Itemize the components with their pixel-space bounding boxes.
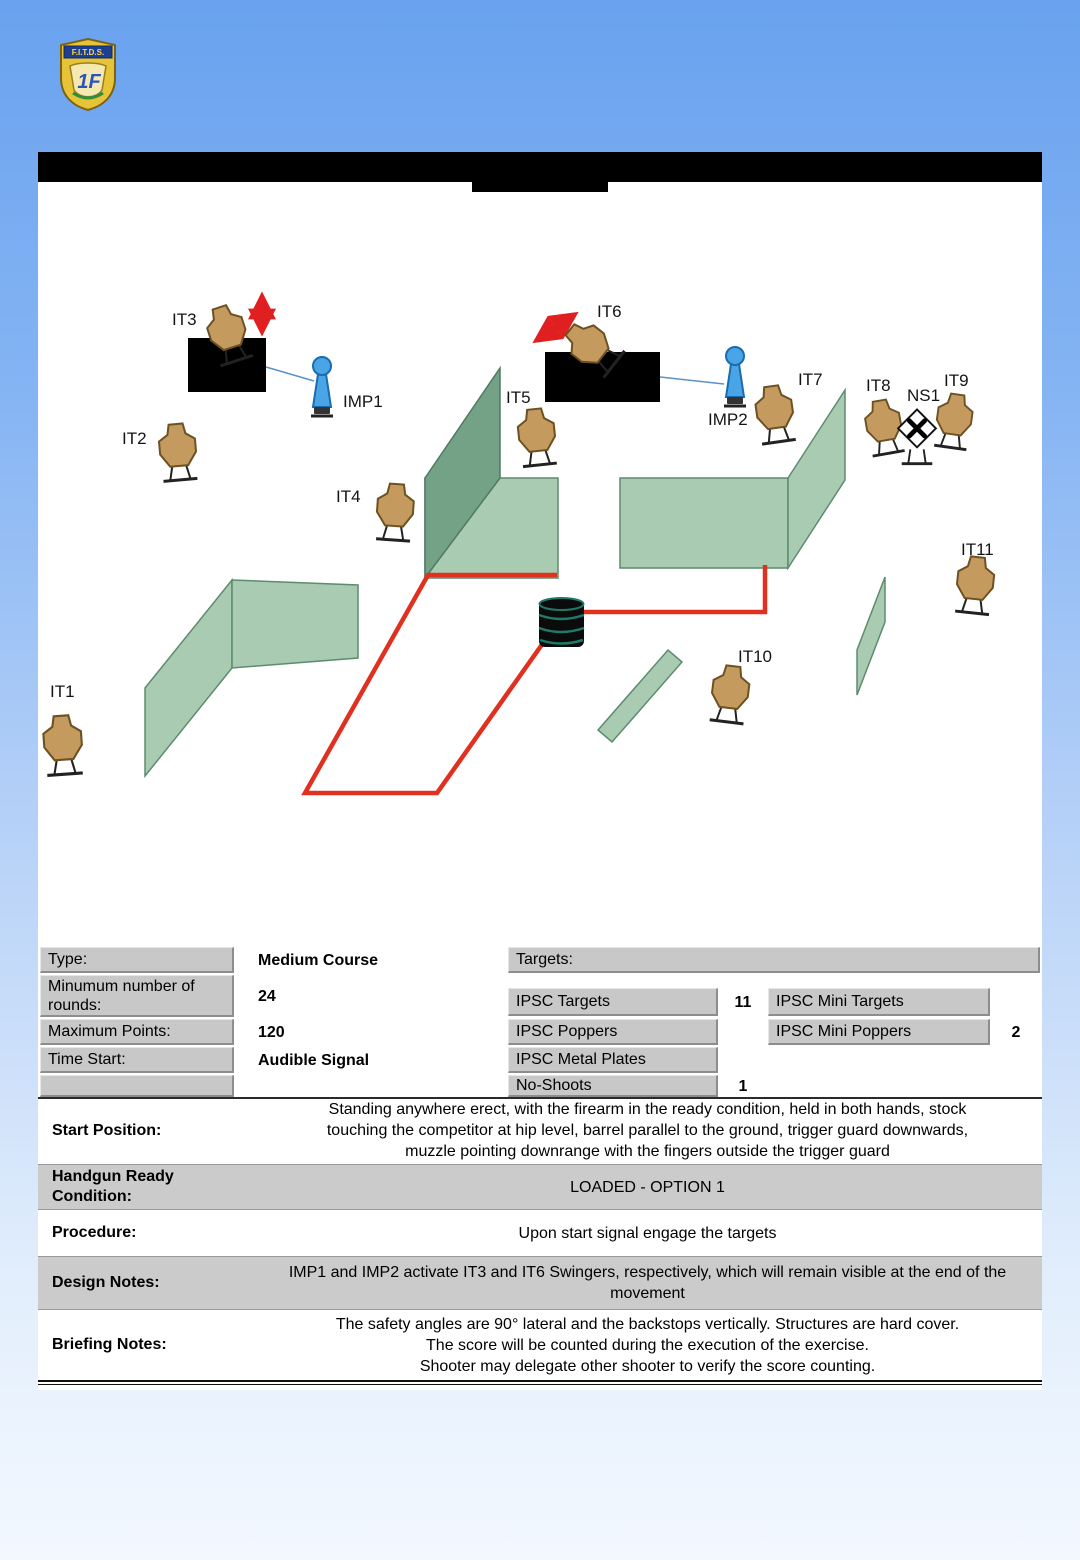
ipsc-metal-plates-count: [720, 1047, 766, 1073]
label-it11: IT11: [961, 540, 994, 559]
handgun-ready-value: LOADED - OPTION 1: [570, 1178, 725, 1196]
targets-header: Targets:: [508, 947, 1040, 973]
ipsc-poppers-count: [720, 1019, 766, 1045]
no-shoot-ns1-icon: [898, 410, 936, 464]
ipsc-poppers-label: IPSC Poppers: [508, 1019, 718, 1045]
fitds-shield-icon: F.I.T.D.S. 1F: [60, 37, 116, 112]
target-it2-icon: [156, 421, 200, 483]
barrel-icon: [538, 597, 585, 647]
wall-center-right: [619, 477, 789, 569]
ipsc-mini-targets-label: IPSC Mini Targets: [768, 988, 990, 1016]
target-it7-icon: [751, 382, 799, 446]
briefing-notes-line-2: The score will be counted during the exe…: [426, 1336, 869, 1354]
ipsc-mini-targets-count: [992, 988, 1040, 1016]
briefing-notes-line-1: The safety angles are 90° lateral and th…: [335, 1315, 960, 1333]
time-start-value: Audible Signal: [258, 1051, 370, 1069]
type-value: Medium Course: [258, 951, 379, 969]
activator-link-imp2: [659, 376, 725, 385]
stage-sheet: IT3 IT6 IMP1 IMP2 IT7 IT8 NS1 IT9 IT5 IT…: [38, 152, 1042, 1390]
min-rounds-label: Minumum number of rounds:: [40, 975, 234, 1017]
procedure-text: Upon start signal engage the targets: [518, 1224, 777, 1242]
label-it2: IT2: [122, 429, 147, 448]
no-shoots-count: 1: [738, 1077, 748, 1095]
wall-center-left-angled: [424, 365, 501, 581]
handgun-ready-label: Handgun Ready Condition:: [52, 1168, 174, 1205]
label-it4: IT4: [336, 487, 361, 506]
bottom-double-rule: [38, 1380, 1042, 1385]
ipsc-mini-poppers-count: 2: [1011, 1023, 1021, 1041]
redacted-subtitle-bar: [472, 182, 608, 192]
max-points-label: Maximum Points:: [40, 1019, 234, 1045]
ipsc-targets-label: IPSC Targets: [508, 988, 718, 1016]
type-label: Type:: [40, 947, 234, 973]
label-it7: IT7: [798, 370, 823, 389]
wall-small-center: [596, 648, 684, 744]
activator-link-imp1: [265, 366, 315, 382]
label-it1: IT1: [50, 682, 75, 701]
design-notes-text: IMP1 and IMP2 activate IT3 and IT6 Swing…: [288, 1264, 1007, 1302]
empty-label-cell: [40, 1075, 234, 1097]
start-position-text: Standing anywhere erect, with the firear…: [326, 1101, 969, 1160]
label-it9: IT9: [944, 371, 969, 390]
briefing-notes-label: Briefing Notes:: [52, 1336, 167, 1353]
label-imp1: IMP1: [343, 392, 383, 411]
logo-monogram: 1F: [77, 71, 101, 93]
start-position-row: Start Position: Standing anywhere erect,…: [38, 1097, 1042, 1162]
stage-diagram: IT3 IT6 IMP1 IMP2 IT7 IT8 NS1 IT9 IT5 IT…: [38, 185, 1042, 945]
wall-small-right: [856, 576, 886, 696]
fitds-logo: F.I.T.D.S. 1F: [58, 37, 118, 112]
max-points-value: 120: [258, 1023, 285, 1041]
design-notes-row: Design Notes: IMP1 and IMP2 activate IT3…: [38, 1256, 1042, 1310]
fault-line: [301, 565, 768, 796]
popper-imp2-icon: [722, 345, 748, 408]
label-it6: IT6: [597, 302, 622, 321]
briefing-notes-line-3: Shooter may delegate other shooter to ve…: [419, 1357, 876, 1375]
label-ns1: NS1: [907, 386, 940, 405]
target-it11-icon: [952, 553, 998, 617]
ipsc-metal-plates-label: IPSC Metal Plates: [508, 1047, 718, 1073]
redacted-title-bar: [38, 152, 1042, 182]
wall-left-panel-a: [144, 577, 233, 779]
time-start-label: Time Start:: [40, 1047, 234, 1073]
procedure-label: Procedure:: [52, 1224, 137, 1241]
label-it10: IT10: [738, 647, 772, 666]
ipsc-targets-count: 11: [734, 993, 752, 1011]
target-it4-icon: [373, 481, 417, 543]
label-imp2: IMP2: [708, 410, 748, 429]
label-it3: IT3: [172, 310, 197, 329]
target-it1-icon: [40, 712, 86, 778]
wall-left-panel-b: [231, 579, 359, 669]
procedure-row: Procedure: Upon start signal engage the …: [38, 1212, 1042, 1254]
wall-right-wing: [787, 387, 846, 571]
logo-text: F.I.T.D.S.: [72, 48, 104, 57]
ipsc-mini-poppers-label: IPSC Mini Poppers: [768, 1019, 990, 1045]
target-it10-icon: [707, 662, 753, 726]
no-shoots-label: No-Shoots: [508, 1075, 718, 1097]
label-it5: IT5: [506, 388, 531, 407]
design-notes-label: Design Notes:: [52, 1274, 160, 1291]
label-it8: IT8: [866, 376, 891, 395]
swinger-cover-it6: [545, 352, 660, 402]
swing-arrow-it6-icon: [532, 311, 579, 344]
stage-diagram-canvas: IT3 IT6 IMP1 IMP2 IT7 IT8 NS1 IT9 IT5 IT…: [40, 291, 998, 796]
target-it5-icon: [514, 405, 560, 469]
handgun-ready-row: Handgun Ready Condition: LOADED - OPTION…: [38, 1164, 1042, 1210]
min-rounds-value: 24: [258, 987, 276, 1005]
popper-imp1-icon: [309, 355, 335, 418]
briefing-notes-row: Briefing Notes: The safety angles are 90…: [38, 1312, 1042, 1378]
start-position-label: Start Position:: [52, 1121, 162, 1139]
